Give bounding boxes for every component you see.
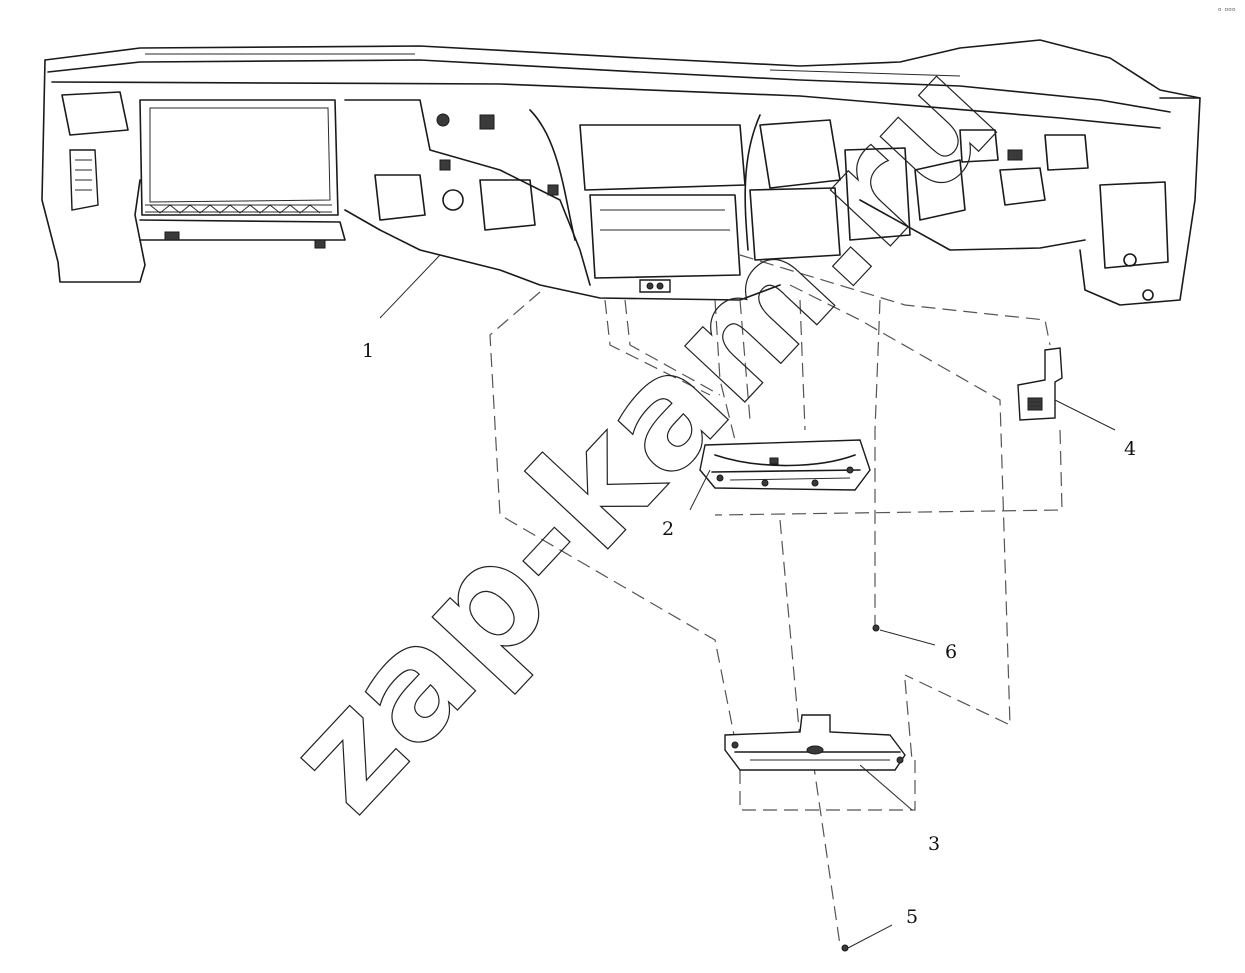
part-6-fastener <box>872 624 880 632</box>
callout-5: 5 <box>906 906 918 928</box>
callout-2: 2 <box>662 518 674 540</box>
callout-1: 1 <box>362 340 374 362</box>
part-3-lower-bracket <box>724 714 906 771</box>
callout-6: 6 <box>945 641 957 663</box>
watermark: zap-kam.ru <box>254 29 1031 845</box>
part-5-fastener <box>841 944 849 952</box>
callout-3: 3 <box>928 833 940 855</box>
part-1-instrument-panel <box>41 39 1201 306</box>
leader-lines <box>379 254 1116 949</box>
assembly-lines <box>489 254 1063 946</box>
callout-4: 4 <box>1124 438 1136 460</box>
corner-mark: ᵒ ᵒᵒᵒ <box>1218 7 1236 17</box>
part-2-bracket <box>699 439 871 491</box>
part-4-small-bracket <box>1017 347 1063 421</box>
